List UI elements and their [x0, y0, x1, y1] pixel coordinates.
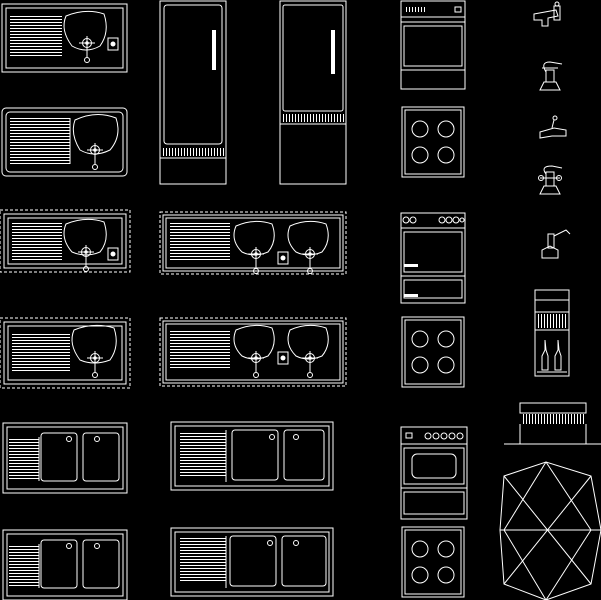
cabinet-bottle-rack [535, 290, 569, 376]
range-hood-elevation [504, 403, 601, 444]
refrigerator-tall-2 [280, 1, 346, 184]
faucet-3 [540, 116, 566, 138]
faucet-4 [539, 166, 563, 194]
oven-front-1 [401, 213, 465, 303]
sink-single-bowl-dashed-2 [0, 318, 130, 388]
refrigerator-tall-1 [160, 1, 226, 184]
sink-double-bowl-dashed [160, 212, 346, 274]
sink-double-bowl-dashed-2 [160, 318, 346, 386]
sink-rectangular-double-bowl-2 [2, 529, 128, 600]
sink-rectangular-double-bowl-4 [171, 528, 333, 596]
sink-single-bowl-with-tap-dashed [0, 210, 130, 272]
cooktop-four-burners-3 [401, 526, 465, 598]
sink-single-bowl-drainer-left-rounded [2, 108, 127, 176]
oven-front-2 [401, 427, 467, 519]
sink-rectangular-double-bowl [2, 422, 128, 494]
faucet-1 [534, 2, 560, 26]
sink-single-bowl-drainer-left [2, 4, 127, 72]
faucet-2 [540, 62, 562, 90]
cooktop-four-burners-2 [401, 316, 465, 388]
sink-rectangular-double-bowl-3 [171, 422, 333, 490]
range-hood-plan [500, 462, 601, 600]
cooktop-four-burners-1 [401, 106, 465, 178]
faucet-5 [542, 230, 570, 258]
dishwasher-front [401, 1, 465, 89]
